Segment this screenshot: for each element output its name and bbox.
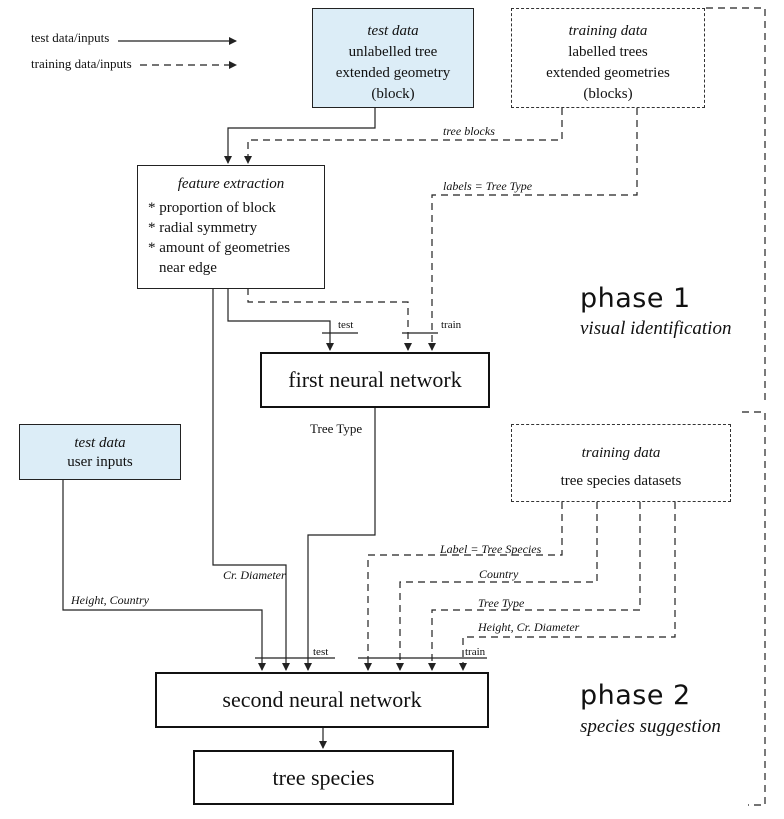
phase2-boundary <box>742 411 766 806</box>
feature-extraction-title: feature extraction <box>177 176 285 192</box>
country-label: Country <box>479 567 519 581</box>
train-label-1: train <box>441 319 462 331</box>
cr-diameter-label: Cr. Diameter <box>223 568 286 582</box>
user-inputs-box: test data user inputs <box>19 424 181 480</box>
test-data-title: test data <box>367 23 419 39</box>
training-data-line3: (blocks) <box>583 86 633 102</box>
tree-blocks-label: tree blocks <box>443 124 495 138</box>
training-data-line2: extended geometries <box>546 65 670 81</box>
phase1-title: phase 1 <box>580 283 691 314</box>
test-data-line2: extended geometry <box>335 65 451 81</box>
legend-test-label: test data/inputs <box>31 30 110 45</box>
training-data-box: training data labelled trees extended ge… <box>511 8 705 108</box>
second-neural-network-box: second neural network <box>155 672 489 728</box>
phase1-boundary <box>706 7 766 401</box>
test-data-box: test data unlabelled tree extended geome… <box>312 8 474 108</box>
feature-item: * proportion of block <box>148 200 276 216</box>
user-inputs-title: test data <box>74 435 126 451</box>
feature-item: near edge <box>159 260 217 276</box>
phase2-title: phase 2 <box>580 680 691 711</box>
feature-item: * radial symmetry <box>148 220 258 236</box>
tree-type-label: Tree Type <box>310 421 363 436</box>
test-data-line3: (block) <box>371 86 415 102</box>
height-cr-diameter-label: Height, Cr. Diameter <box>478 620 580 634</box>
test-label-2: test <box>313 646 329 658</box>
train-label-2: train <box>465 646 486 658</box>
labels-tree-type-label: labels = Tree Type <box>443 179 533 193</box>
training-data-title: training data <box>568 23 648 39</box>
user-inputs-line1: user inputs <box>67 454 133 470</box>
phase2-subtitle: species suggestion <box>580 716 721 737</box>
test-label-1: test <box>338 319 354 331</box>
species-training-line1: tree species datasets <box>560 473 682 489</box>
label-tree-species-label: Label = Tree Species <box>440 542 542 556</box>
height-country-label: Height, Country <box>71 593 149 607</box>
phase1-subtitle: visual identification <box>580 318 732 339</box>
first-neural-network-box: first neural network <box>260 352 490 408</box>
training-data-line1: labelled trees <box>568 44 648 60</box>
feature-extraction-box: feature extraction * proportion of block… <box>137 165 325 289</box>
tree-species-box: tree species <box>193 750 454 805</box>
legend-training-label: training data/inputs <box>31 56 132 71</box>
test-data-line1: unlabelled tree <box>348 44 438 60</box>
feature-item: * amount of geometries <box>148 240 291 256</box>
species-training-title: training data <box>581 445 661 461</box>
tree-type-label-2: Tree Type <box>478 596 525 610</box>
species-training-data-box: training data tree species datasets <box>511 424 731 502</box>
